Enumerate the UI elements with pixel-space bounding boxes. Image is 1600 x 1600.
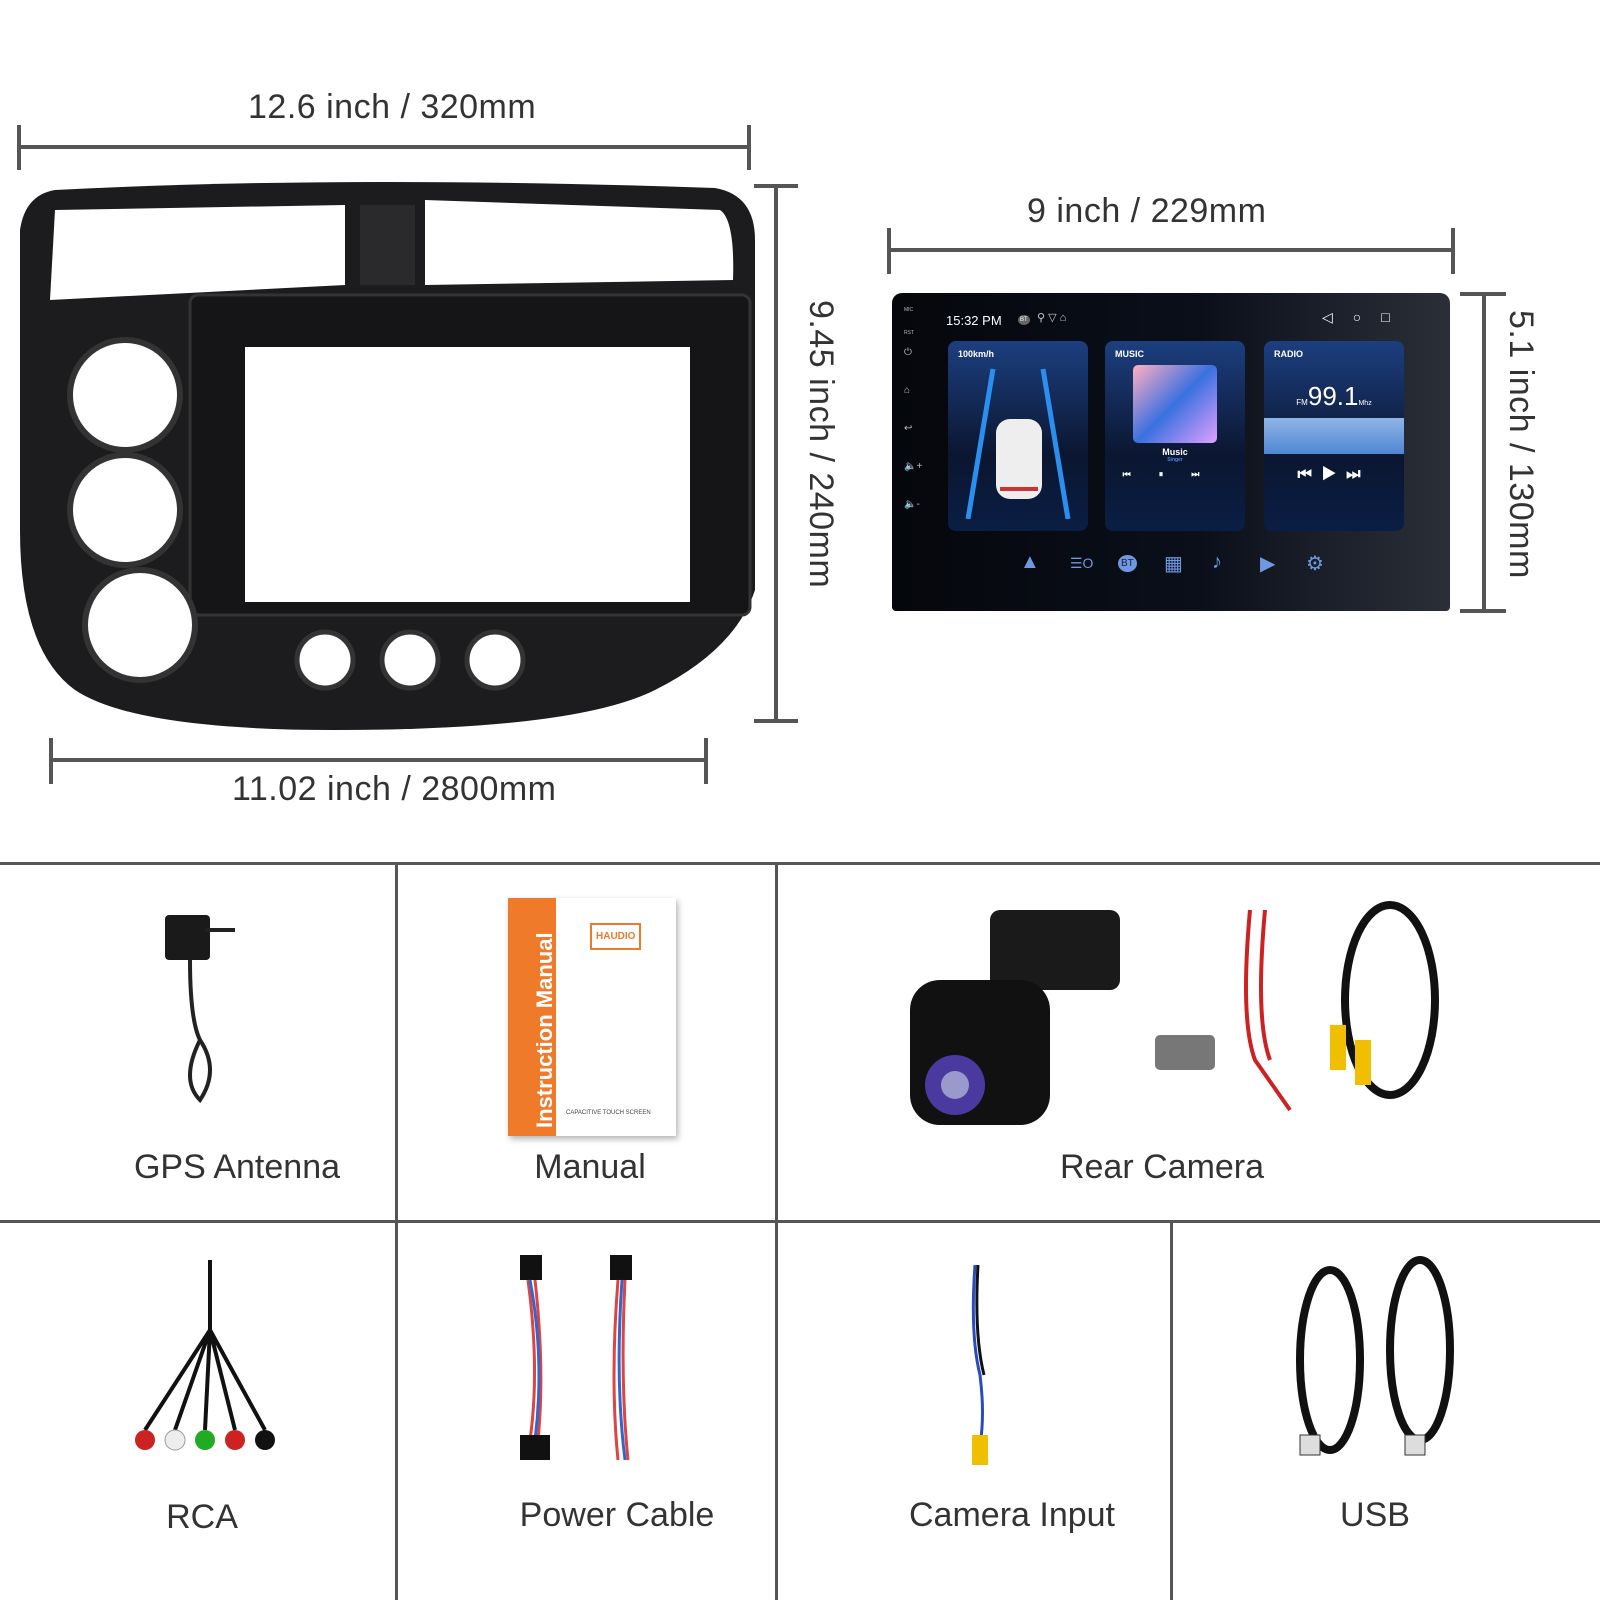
usb-label: USB — [1340, 1496, 1410, 1534]
dimension-tick — [887, 228, 891, 274]
album-art — [1133, 365, 1217, 443]
dimension-tick — [1460, 292, 1506, 296]
music-card[interactable]: MUSIC Music Singer ⏮⏸⏭ — [1105, 341, 1245, 531]
manual-image: Instruction Manual HAUDIO CAPACITIVE TOU… — [508, 898, 676, 1136]
gps-antenna-image — [165, 915, 235, 1104]
grid-divider — [0, 862, 1600, 865]
rst-label: RST — [904, 330, 914, 336]
frame-width-bottom-label: 11.02 inch / 2800mm — [232, 770, 557, 808]
volume-down-icon[interactable]: 🔈- — [904, 499, 920, 510]
tuner-slider[interactable] — [1264, 418, 1404, 454]
dimension-tick — [747, 125, 751, 170]
frame-height-label: 9.45 inch / 240mm — [802, 300, 840, 589]
track-title: Music — [1162, 447, 1188, 457]
screen-width-label: 9 inch / 229mm — [1027, 192, 1267, 230]
apps-icon[interactable]: ▦ — [1164, 553, 1183, 575]
dimension-line — [18, 145, 750, 149]
radio-frequency: 99.1 — [1307, 381, 1359, 411]
dimension-tick — [754, 184, 798, 188]
radio-card[interactable]: RADIO FM99.1Mhz ⏮▶⏭ — [1264, 341, 1404, 531]
dimension-tick — [17, 125, 21, 170]
radio-band: FM — [1296, 398, 1308, 407]
gps-antenna-label: GPS Antenna — [133, 1148, 341, 1186]
music-title: MUSIC — [1115, 349, 1144, 359]
dimension-line — [50, 758, 708, 762]
usb-cable-image — [1296, 1256, 1454, 1456]
camera-input-cable-image — [971, 1264, 988, 1465]
grid-divider — [0, 1220, 1600, 1223]
video-icon[interactable]: ▶ — [1260, 553, 1276, 575]
rear-camera-label: Rear Camera — [1059, 1148, 1265, 1186]
bluetooth-status-icon: BT — [1018, 315, 1030, 325]
speed-value: 100km/h — [958, 349, 995, 359]
bluetooth-icon[interactable]: BT — [1118, 555, 1137, 572]
location-wifi-icons: ⚲ ▽ ⌂ — [1037, 312, 1067, 324]
rca-label: RCA — [166, 1498, 238, 1536]
volume-up-icon[interactable]: 🔈+ — [904, 461, 923, 472]
dimension-tick — [1460, 609, 1506, 613]
manual-label: Manual — [534, 1148, 646, 1186]
grid-divider — [395, 865, 398, 1600]
playback-controls[interactable]: ⏮⏸⏭ — [1122, 469, 1228, 479]
head-unit-screen: MIC RST ⏻ ⌂ ↩ 🔈+ 🔈- 15:32 PM BT ⚲ ▽ ⌂ ◁○… — [892, 293, 1450, 611]
dimension-tick — [754, 719, 798, 723]
music-icon[interactable]: ♪ — [1212, 551, 1222, 573]
radio-title: RADIO — [1274, 349, 1303, 359]
home-icon[interactable]: ⌂ — [904, 385, 911, 396]
dimension-line — [774, 186, 778, 722]
radio-icon[interactable]: ☰O — [1070, 555, 1094, 571]
track-artist: Singer — [1167, 457, 1183, 463]
mic-label: MIC — [904, 307, 914, 313]
settings-icon[interactable]: ⚙ — [1306, 553, 1324, 575]
radio-controls[interactable]: ⏮▶⏭ — [1297, 466, 1371, 483]
dimension-tick — [704, 738, 708, 784]
power-cable-image — [520, 1255, 632, 1461]
camera-input-label: Camera Input — [909, 1496, 1115, 1534]
navigation-icon[interactable]: ▲ — [1020, 551, 1040, 573]
power-cable-label: Power Cable — [519, 1496, 715, 1534]
manual-spine-text: Instruction Manual — [532, 932, 557, 1128]
rear-camera-kit-image — [910, 901, 1439, 1125]
back-icon[interactable]: ↩ — [904, 423, 913, 434]
dimension-tick — [49, 738, 53, 784]
dimension-line — [1482, 293, 1486, 611]
dimension-tick — [1451, 228, 1455, 274]
nav-buttons-icons[interactable]: ◁○□ — [1322, 309, 1410, 325]
radio-unit: Mhz — [1358, 400, 1372, 407]
screen-height-label: 5.1 inch / 130mm — [1502, 310, 1540, 579]
power-icon[interactable]: ⏻ — [904, 347, 912, 358]
frame-width-top-label: 12.6 inch / 320mm — [248, 88, 537, 126]
dimension-line — [888, 248, 1454, 252]
manual-footer: CAPACITIVE TOUCH SCREEN — [566, 1110, 651, 1116]
status-time: 15:32 PM — [946, 313, 1002, 328]
grid-divider — [775, 865, 778, 1600]
haudio-logo: HAUDIO — [590, 923, 642, 950]
car-image — [965, 368, 1071, 520]
dash-frame-image — [20, 181, 755, 730]
grid-divider — [1170, 1222, 1173, 1600]
rca-cable-image — [135, 1260, 275, 1451]
speed-card[interactable]: 100km/h — [948, 341, 1088, 531]
